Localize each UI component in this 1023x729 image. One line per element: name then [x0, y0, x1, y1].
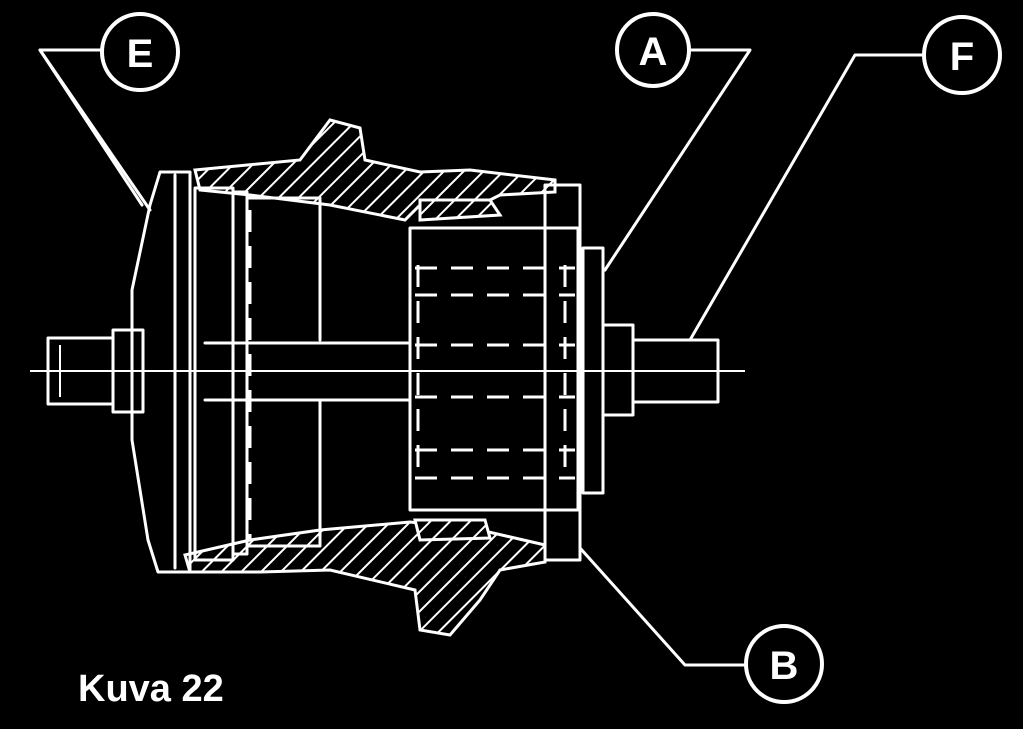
- figure-caption: Kuva 22: [78, 668, 224, 710]
- callout-e-label: E: [127, 32, 154, 76]
- callout-b-label: B: [770, 644, 799, 688]
- gear-block-right: [408, 226, 580, 512]
- callout-a: A: [615, 12, 691, 88]
- callout-a-label: A: [639, 30, 668, 74]
- callout-f: F: [922, 15, 1002, 95]
- housing-lower-section: [183, 518, 547, 637]
- callout-b: B: [744, 624, 824, 704]
- leader-lines: [38, 48, 927, 667]
- right-end-plate: [543, 183, 582, 562]
- shaft: [30, 341, 745, 402]
- housing-upper-section: [193, 118, 557, 222]
- gear-set-left: [245, 196, 322, 548]
- right-shaft: [601, 323, 720, 417]
- left-shaft-stub: [46, 328, 145, 414]
- callout-f-label: F: [950, 35, 974, 79]
- callout-e: E: [100, 12, 180, 92]
- left-plates: [193, 186, 249, 562]
